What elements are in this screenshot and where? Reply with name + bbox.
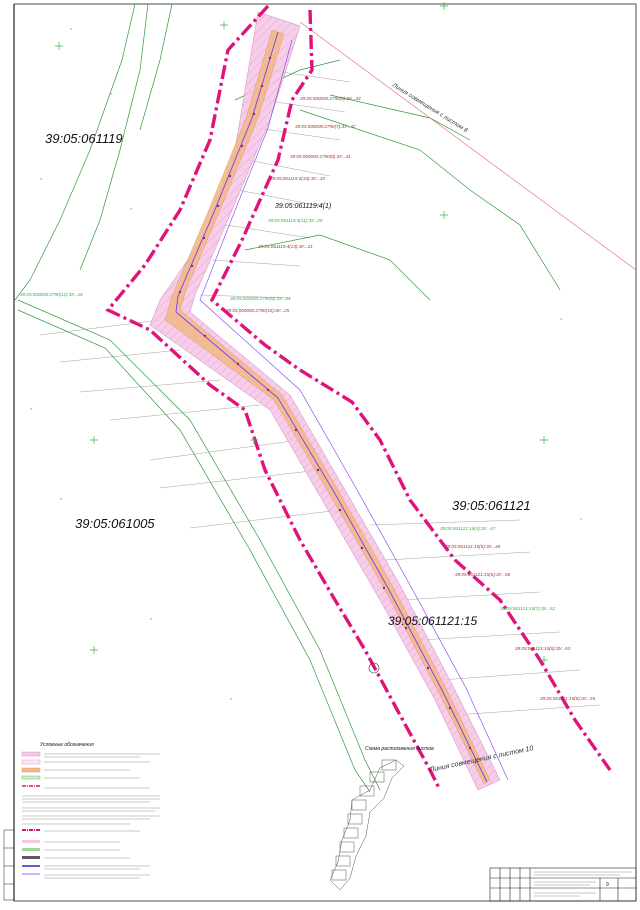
parcel-label-p112115: 39:05:061121:15 [388, 614, 478, 628]
parcel-label-p1005: 39:05:061005 [75, 516, 155, 531]
corridor-hatch [149, 11, 501, 791]
svg-text:×: × [560, 316, 563, 321]
legend-title: Условные обозначения [40, 742, 94, 748]
leader-label: 39:05:061119:4(11):ЗУ...20 [268, 218, 323, 223]
svg-text:×: × [230, 696, 233, 701]
leader-labels: 39:05:000000:2790(6):ЗУ...43 39:05:00000… [20, 96, 596, 701]
scheme-title: Схема расположения листов [365, 746, 434, 752]
svg-text:×: × [130, 206, 133, 211]
binding-stamp [3, 829, 15, 901]
leader-label: 39:05:061121:15(9):ЗУ...55 [540, 696, 596, 701]
zone-boundary-left [105, 4, 442, 791]
parcel-boundaries [14, 3, 561, 793]
parcel-label-p1121: 39:05:061121 [452, 498, 531, 513]
svg-text:×: × [30, 406, 33, 411]
grid-marks [55, 2, 548, 664]
leader-label: 39:05:000000:2790(6):ЗУ...43 [300, 96, 361, 101]
svg-text:×: × [40, 176, 43, 181]
leader-label: 39:05:000000:2790(7):ЗУ...42 [295, 124, 356, 129]
svg-text:×: × [60, 496, 63, 501]
svg-text:×: × [150, 616, 153, 621]
sheet-number: 9 [606, 882, 609, 888]
zone-boundary-right [209, 9, 612, 771]
svg-text:×: × [580, 516, 583, 521]
route-stations [178, 56, 472, 750]
leader-label: 39:05:061121:15(7):ЗУ...52 [500, 606, 556, 611]
leader-label: 39:05:061119:4(10):ЗУ...19 [270, 176, 325, 181]
legend-swatches [21, 751, 41, 875]
title-block-text-lines [534, 871, 632, 897]
svg-text:×: × [110, 91, 113, 96]
title-block [489, 867, 637, 902]
sheet-scheme: Схема расположения листов [329, 746, 434, 891]
parcel-line-red [299, 21, 637, 271]
match-line-top-label: Линия совмещения с листом 8 [390, 82, 469, 134]
leader-label: 39:05:000000:2790(9):ЗУ...24 [230, 296, 291, 301]
leader-label: 39:05:000000:2790(11):ЗУ...26 [20, 292, 83, 297]
leader-label: 39:05:061121:15(6):ЗУ...50 [455, 572, 511, 577]
legend: Условные обозначения [21, 742, 160, 879]
terrain-marks: × × × × × × × × × × [30, 26, 583, 701]
route-lines [175, 31, 509, 783]
svg-text:×: × [70, 26, 73, 31]
leader-label: 39:05:000000:2790(10):ЗУ...25 [226, 308, 290, 313]
leader-label: 39:05:061121:15(4):ЗУ...47 [440, 526, 496, 531]
leader-label: 39:05:061119:4(14):ЗУ...21 [258, 244, 313, 249]
point-marker [368, 662, 380, 674]
parcel-label-p11194: 39:05:061119:4(1) [275, 203, 331, 210]
legend-text-lines [22, 753, 160, 879]
road-strip [164, 29, 491, 785]
leader-label: 39:05:000000:2790(8):ЗУ...41 [290, 154, 351, 159]
parcel-label-p1119: 39:05:061119 [45, 131, 123, 146]
leader-label: 39:05:061121:15(8):ЗУ...53 [515, 646, 571, 651]
leader-lines [39, 69, 601, 716]
leader-label: 39:05:061121:15(5):ЗУ...48 [445, 544, 501, 549]
